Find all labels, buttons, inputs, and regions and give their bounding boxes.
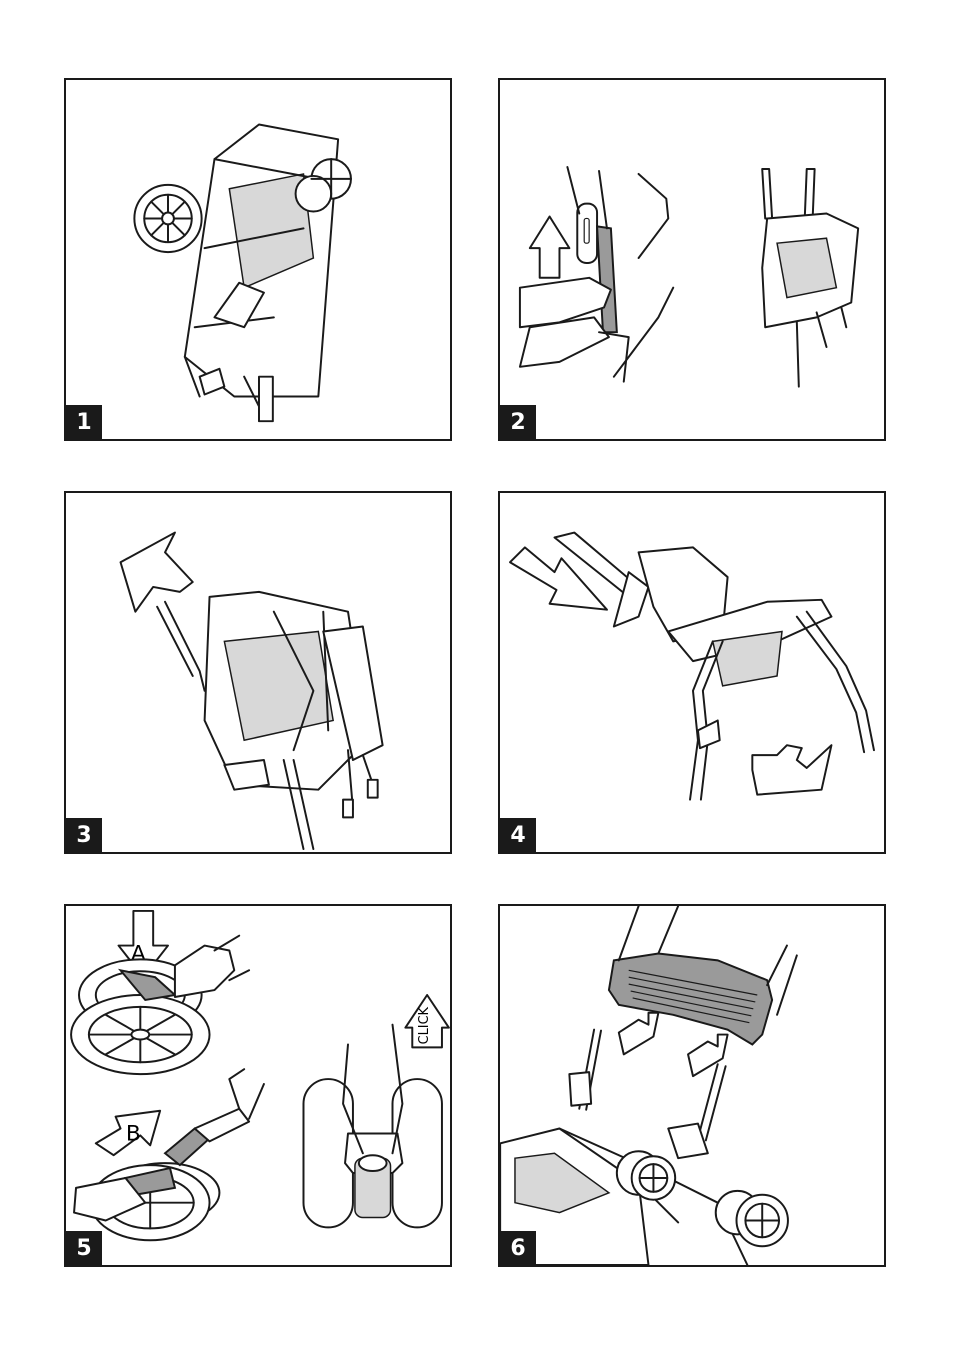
wheel-attach-illustration: A B CLICK [66, 906, 450, 1265]
step-number: 2 [500, 405, 536, 439]
step-number: 4 [500, 818, 536, 852]
down-arrow-icon [619, 1013, 659, 1055]
panel-4: 4 [498, 491, 886, 854]
up-arrow-icon [121, 533, 193, 612]
step-number: 6 [500, 1231, 536, 1265]
panel-6: 6 [498, 904, 886, 1267]
up-arrow-icon [530, 216, 570, 277]
label-b: B [126, 1121, 141, 1146]
panel-1: 1 [64, 78, 452, 441]
folded-stroller-illustration [66, 80, 450, 439]
panel-5: A B CLICK 5 [64, 904, 452, 1267]
step-number: 3 [66, 818, 102, 852]
panel-3: 3 [64, 491, 452, 854]
label-click: CLICK [417, 1006, 432, 1044]
panel-2: 2 [498, 78, 886, 441]
step-number: 1 [66, 405, 102, 439]
unfold-stroller-illustration [66, 493, 450, 852]
bumper-bar-attach-illustration [500, 906, 884, 1265]
down-arrow-icon [688, 1035, 728, 1077]
step-number: 5 [66, 1231, 102, 1265]
open-stroller-illustration [500, 493, 884, 852]
handle-release-illustration [500, 80, 884, 439]
